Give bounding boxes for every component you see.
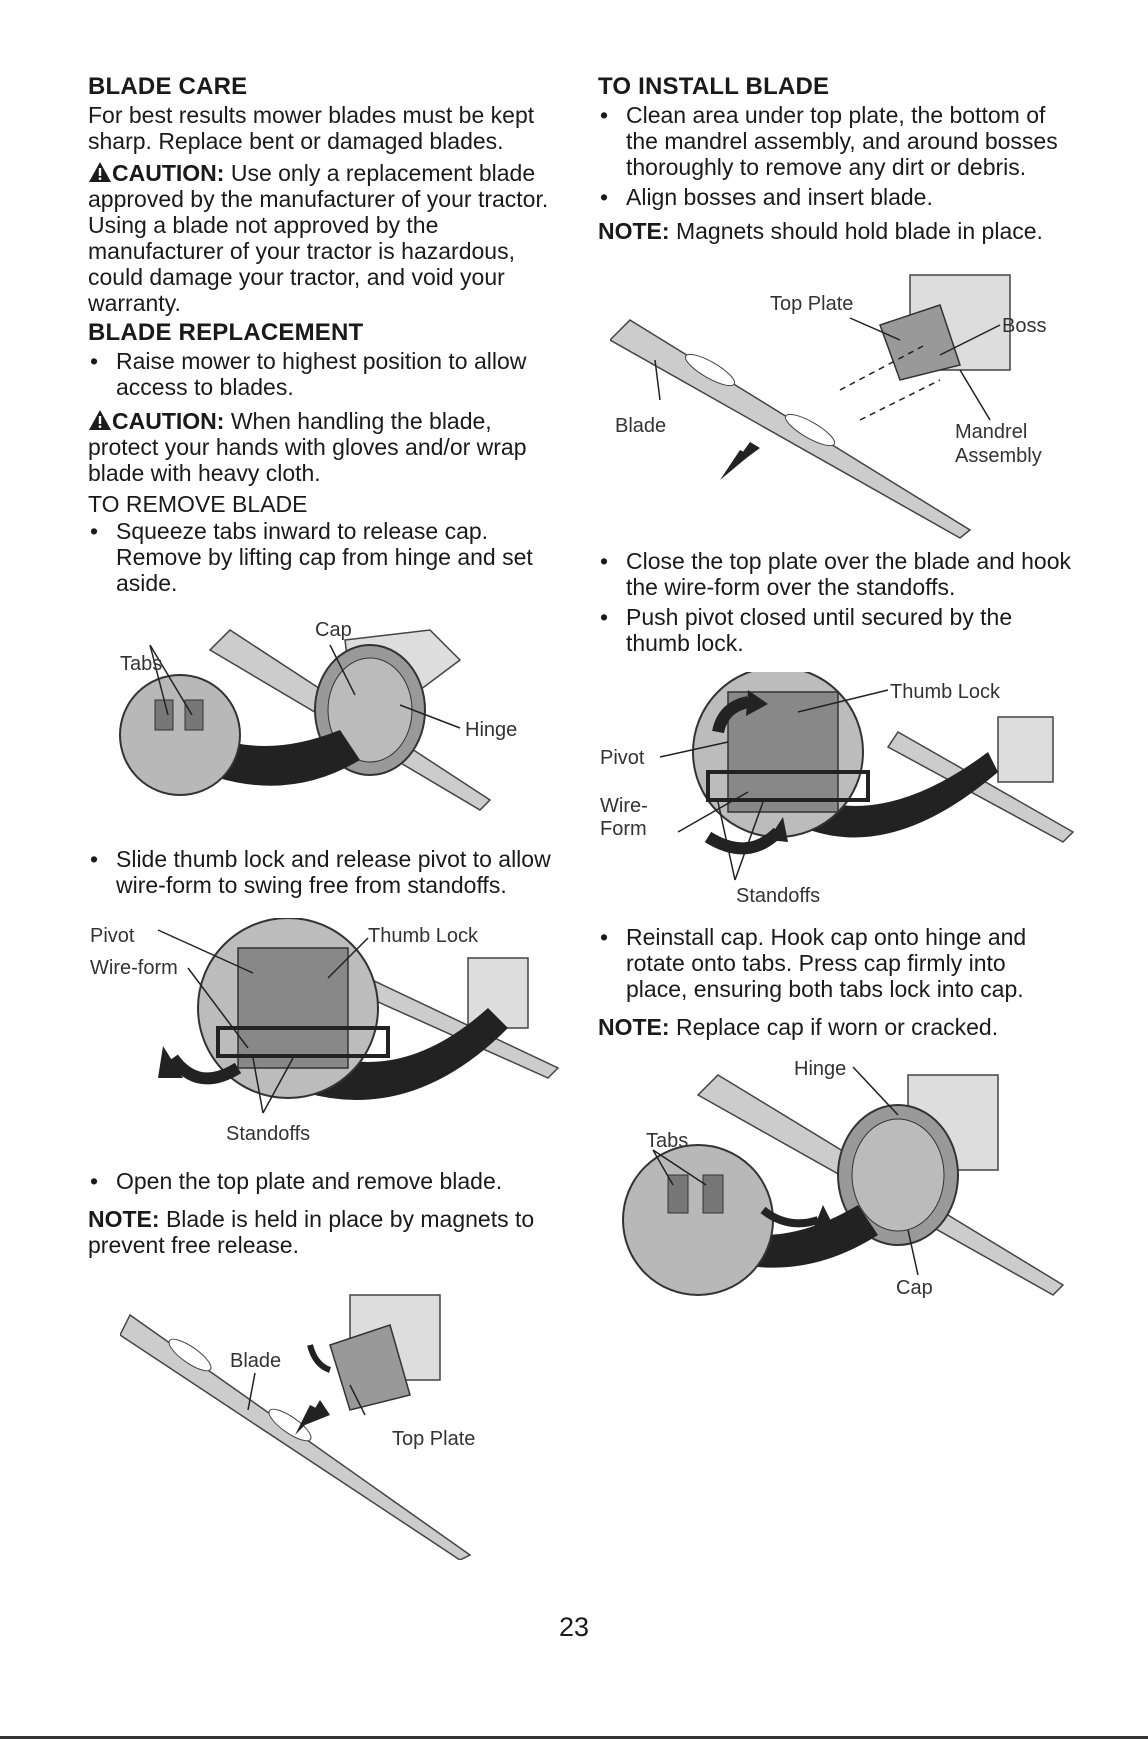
- bullet-text: Raise mower to highest position to allow…: [116, 348, 527, 400]
- label-blade: Blade: [615, 415, 666, 437]
- caution-text: Use only a replacement blade approved by…: [88, 160, 549, 316]
- list-item: •Close the top plate over the blade and …: [600, 548, 1071, 600]
- list-item: •Squeeze tabs inward to release cap. Rem…: [88, 518, 558, 596]
- caution-text: When handling the blade, protect your ha…: [88, 408, 527, 486]
- bullet-text: Clean area under top plate, the bottom o…: [626, 102, 1058, 180]
- page-number: 23: [558, 1612, 590, 1642]
- label-boss: Boss: [1002, 315, 1046, 337]
- bullet-text: Slide thumb lock and release pivot to al…: [116, 846, 551, 898]
- label-hinge: Hinge: [465, 719, 517, 741]
- label-tabs: Tabs: [120, 653, 162, 675]
- label-mandrel: Mandrel: [955, 421, 1027, 443]
- caution-label: CAUTION:: [112, 160, 225, 186]
- label-hinge: Hinge: [794, 1058, 846, 1080]
- right-column: TO INSTALL BLADE •Clean area under top p…: [598, 72, 1073, 244]
- label-top-plate: Top Plate: [770, 293, 853, 315]
- blade-care-text: For best results mower blades must be ke…: [88, 102, 535, 154]
- bullet-text: Close the top plate over the blade and h…: [626, 548, 1071, 600]
- left-column-mid: •Slide thumb lock and release pivot to a…: [88, 846, 558, 898]
- bullet-text: Open the top plate and remove blade.: [116, 1168, 503, 1194]
- label-standoffs: Standoffs: [736, 885, 820, 907]
- note-label: NOTE:: [598, 218, 670, 244]
- label-thumb-lock: Thumb Lock: [890, 681, 1001, 703]
- bullet-text: Push pivot closed until secured by the t…: [626, 604, 1013, 656]
- list-item: •Clean area under top plate, the bottom …: [598, 102, 1073, 180]
- note-text: Blade is held in place by magnets to pre…: [88, 1206, 535, 1258]
- list-item: •Slide thumb lock and release pivot to a…: [88, 846, 558, 898]
- warning-icon: [89, 410, 111, 430]
- caution-paragraph-1: CAUTION: Use only a replacement blade ap…: [88, 160, 558, 316]
- left-column: BLADE CARE For best results mower blades…: [88, 72, 558, 596]
- figure-remove-blade: Blade Top Plate: [120, 1275, 480, 1560]
- label-blade: Blade: [230, 1350, 281, 1372]
- list-item: •Align bosses and insert blade.: [600, 184, 933, 210]
- label-pivot: Pivot: [600, 747, 645, 769]
- note-paragraph: NOTE: Replace cap if worn or cracked.: [598, 1014, 1073, 1040]
- note-label: NOTE:: [88, 1206, 160, 1232]
- bullet-text: Reinstall cap. Hook cap onto hinge and r…: [626, 924, 1027, 1002]
- bullet-text: Squeeze tabs inward to release cap. Remo…: [116, 518, 533, 596]
- figure-reinstall-cap: Hinge Tabs Cap: [598, 1055, 1068, 1305]
- label-wire-form: Wire-form: [90, 957, 178, 979]
- note-text: Replace cap if worn or cracked.: [675, 1014, 999, 1040]
- label-thumb-lock: Thumb Lock: [368, 925, 479, 947]
- list-item: •Raise mower to highest position to allo…: [88, 348, 558, 400]
- caution-label: CAUTION:: [112, 408, 225, 434]
- to-remove-heading: TO REMOVE BLADE: [88, 491, 308, 517]
- warning-icon: [89, 162, 111, 182]
- label-wire: Wire-: [600, 795, 648, 817]
- label-form: Form: [600, 818, 647, 840]
- label-pivot: Pivot: [90, 925, 135, 947]
- note-label: NOTE:: [598, 1014, 670, 1040]
- list-item: •Reinstall cap. Hook cap onto hinge and …: [598, 924, 1073, 1002]
- label-standoffs: Standoffs: [226, 1123, 310, 1145]
- figure-install-blade: Top Plate Boss Blade Mandrel Assembly: [610, 270, 1070, 540]
- note-paragraph: NOTE: Magnets should hold blade in place…: [598, 218, 1073, 244]
- figure-remove-cap: Tabs Cap Hinge: [110, 610, 530, 820]
- right-column-lower: •Reinstall cap. Hook cap onto hinge and …: [598, 924, 1073, 1040]
- caution-paragraph-2: CAUTION: When handling the blade, protec…: [88, 408, 558, 486]
- bullet-text: Align bosses and insert blade.: [626, 184, 933, 210]
- figure-close-pivot: Thumb Lock Pivot Wire- Form Standoffs: [598, 672, 1078, 912]
- blade-replacement-heading: BLADE REPLACEMENT: [88, 319, 364, 346]
- bottom-rule: [0, 1736, 1148, 1739]
- blade-care-heading: BLADE CARE: [88, 73, 248, 100]
- to-install-heading: TO INSTALL BLADE: [598, 73, 830, 100]
- label-assembly: Assembly: [955, 445, 1042, 467]
- right-column-mid: •Close the top plate over the blade and …: [598, 548, 1073, 656]
- label-cap: Cap: [315, 619, 352, 641]
- list-item: •Open the top plate and remove blade.: [90, 1168, 503, 1194]
- label-cap: Cap: [896, 1277, 933, 1299]
- left-column-lower: •Open the top plate and remove blade. NO…: [88, 1168, 558, 1258]
- label-tabs: Tabs: [646, 1130, 688, 1152]
- list-item: •Push pivot closed until secured by the …: [598, 604, 1073, 656]
- label-top-plate: Top Plate: [392, 1428, 475, 1450]
- note-paragraph: NOTE: Blade is held in place by magnets …: [88, 1206, 558, 1258]
- figure-release-pivot: Pivot Wire-form Thumb Lock Standoffs: [88, 918, 568, 1148]
- note-text: Magnets should hold blade in place.: [675, 218, 1043, 244]
